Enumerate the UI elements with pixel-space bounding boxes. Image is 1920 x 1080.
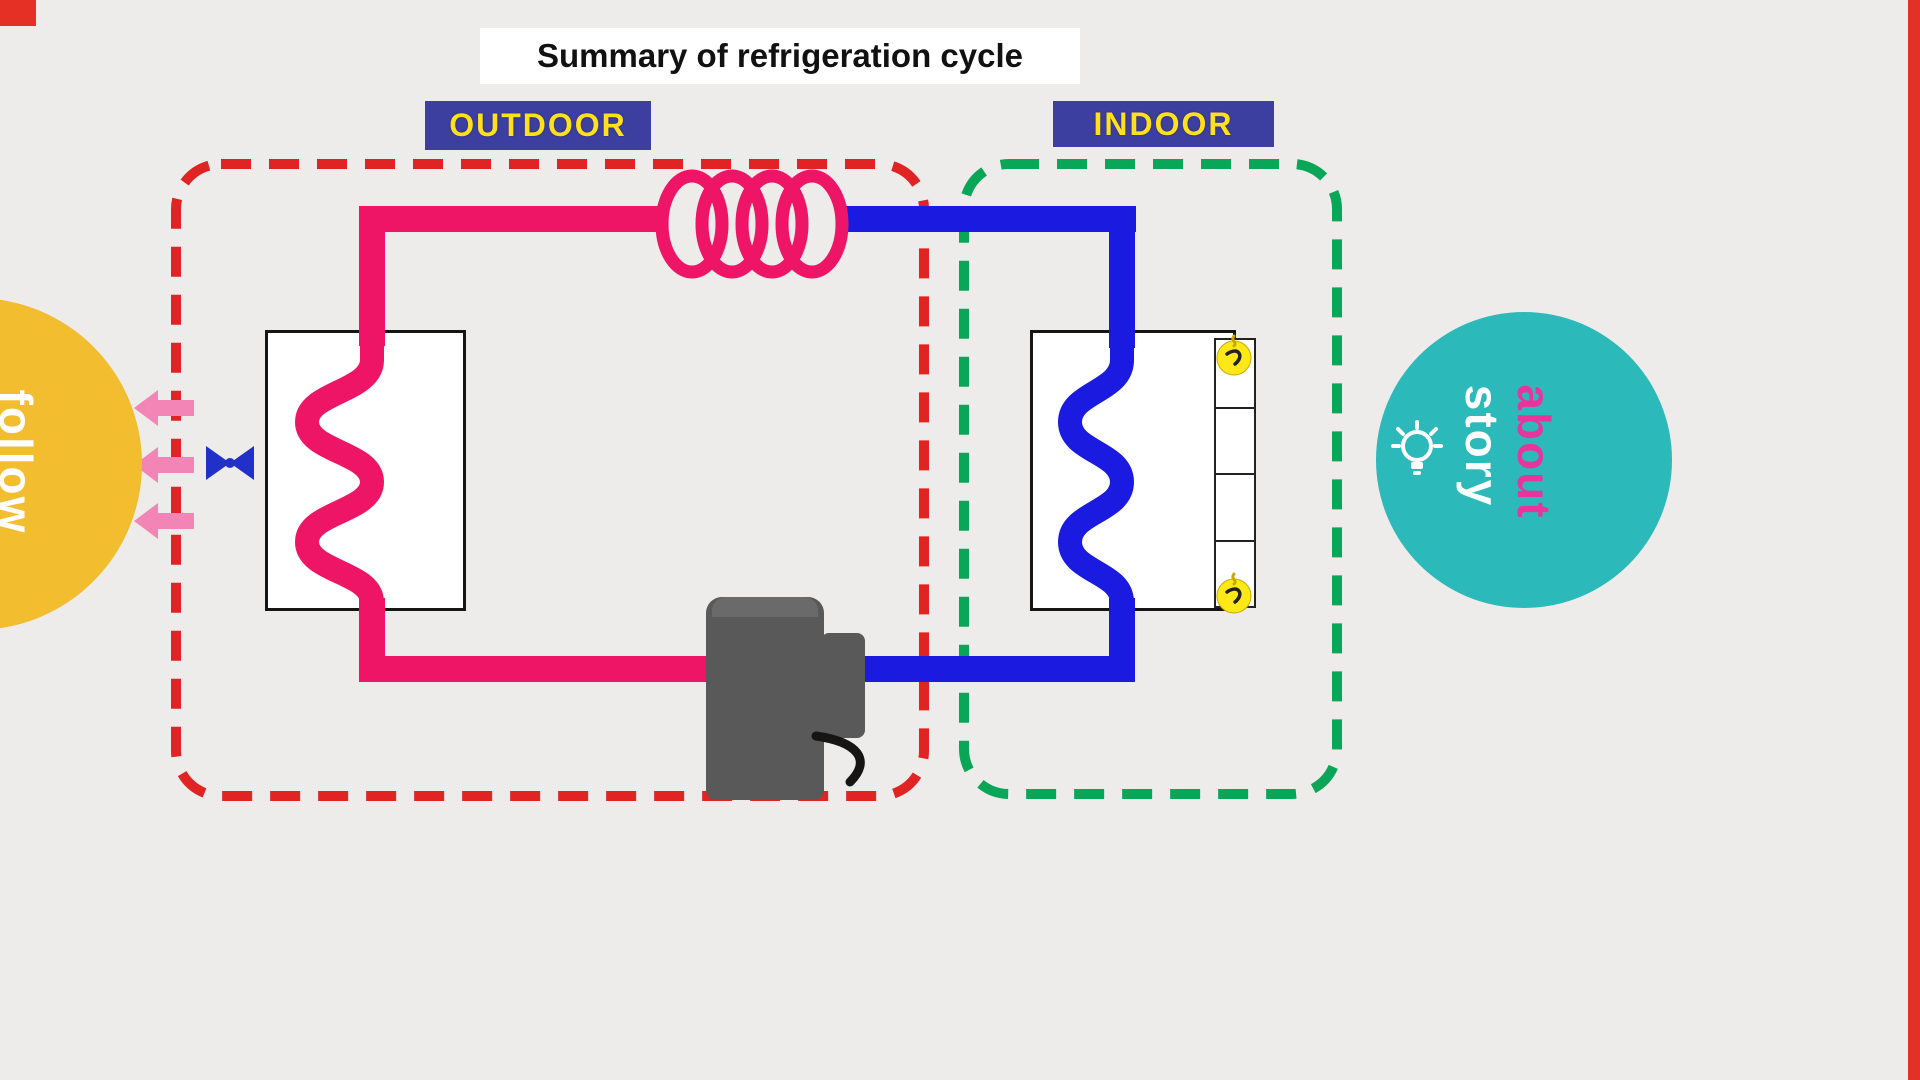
about-label: about <box>1508 384 1560 520</box>
follow-label: follow <box>0 389 42 535</box>
indoor-zone-boundary <box>959 159 1342 799</box>
swirl-icon <box>1216 572 1252 614</box>
edge-strip-top-left <box>0 0 36 26</box>
hot-pipe-top <box>359 206 661 232</box>
compressor-cap <box>712 597 818 617</box>
compressor <box>706 597 824 800</box>
page-title: Summary of refrigeration cycle <box>480 28 1080 84</box>
outdoor-zone-label: OUTDOOR <box>425 101 651 150</box>
heat-arrow-icon <box>134 447 194 483</box>
hot-pipe-bottom <box>359 656 713 682</box>
story-tab[interactable] <box>1376 312 1672 608</box>
story-label: story <box>1456 384 1508 508</box>
lightbulb-icon <box>1391 420 1443 475</box>
condenser-coil <box>294 335 385 610</box>
cold-pipe-top <box>840 206 1136 232</box>
expansion-coil <box>655 169 849 279</box>
compressor-port <box>821 633 865 738</box>
cold-pipe-bottom <box>852 656 1135 682</box>
heat-arrow-icon <box>134 390 194 426</box>
cold-pipe-drop <box>1109 206 1135 348</box>
fan-icon <box>206 446 254 480</box>
evaporator-coil <box>1057 335 1135 610</box>
swirl-icon <box>1216 334 1252 376</box>
heat-arrow-icon <box>134 503 194 539</box>
edge-strip-right <box>1908 0 1920 1080</box>
indoor-zone-label: INDOOR <box>1053 101 1274 147</box>
evaporator-segment-column <box>1214 338 1256 608</box>
compressor-cable <box>811 731 865 787</box>
